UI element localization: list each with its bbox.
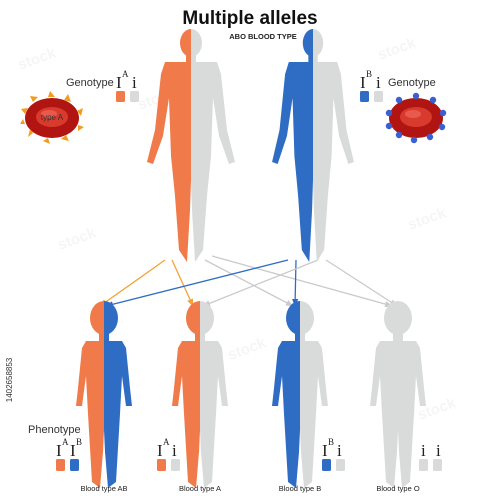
red-blood-cell-a-icon: type A xyxy=(20,91,84,144)
blood-type-b-label: Blood type B xyxy=(279,484,322,493)
allele-o-swatch xyxy=(336,459,345,471)
allele-b-superscript: B xyxy=(366,69,372,79)
allele-o-swatch xyxy=(130,91,139,102)
page-title: Multiple alleles xyxy=(182,8,317,29)
blood-type-a-label: Blood type A xyxy=(179,484,221,493)
allele-o-swatch xyxy=(171,459,180,471)
allele-i-recessive-symbol: i xyxy=(376,73,381,92)
allele-b-swatch xyxy=(70,459,79,471)
allele-i-recessive-symbol: i xyxy=(337,441,342,460)
svg-text:stock: stock xyxy=(16,44,59,74)
allele-i-b-symbol: I xyxy=(322,441,328,460)
allele-i-a-symbol: I xyxy=(116,73,122,92)
allele-a-superscript: A xyxy=(122,69,129,79)
allele-a-superscript: A xyxy=(62,437,69,447)
genotype-label-right: Genotype xyxy=(388,77,436,89)
allele-b-superscript: B xyxy=(328,437,334,447)
allele-i-b-symbol: I xyxy=(360,73,366,92)
child-ab-figure xyxy=(76,301,132,488)
arrow-mother-to-a xyxy=(202,259,319,307)
allele-b-swatch xyxy=(360,91,369,102)
allele-a-swatch xyxy=(116,91,125,102)
arrow-father-to-ab xyxy=(99,259,166,307)
mother-genotype: I B i Genotype xyxy=(360,69,436,102)
arrow-mother-to-o xyxy=(325,259,398,307)
a-antigen-markers xyxy=(20,91,84,144)
arrow-father-to-b xyxy=(204,259,294,307)
svg-text:stock: stock xyxy=(56,224,99,254)
child-a-genotype: I A i xyxy=(157,437,180,471)
svg-text:stock: stock xyxy=(226,334,269,364)
stock-id: 1402658853 xyxy=(5,357,14,402)
mother-figure xyxy=(272,29,354,262)
arrow-mother-to-b xyxy=(292,259,299,307)
child-b-genotype: I B i xyxy=(322,437,345,471)
blood-type-ab-label: Blood type AB xyxy=(80,484,127,493)
child-o-genotype: i i xyxy=(419,441,442,471)
child-ab-genotype: I A I B xyxy=(56,437,82,471)
genotype-label-left: Genotype xyxy=(66,77,114,89)
arrow-father-to-o xyxy=(211,255,393,308)
b-antigen-markers xyxy=(385,92,447,144)
allele-i-recessive-symbol: i xyxy=(421,441,426,460)
allele-i-a-symbol: I xyxy=(56,441,62,460)
allele-i-recessive-symbol: i xyxy=(132,73,137,92)
allele-o-swatch xyxy=(433,459,442,471)
child-b-figure xyxy=(272,301,328,488)
allele-a-swatch xyxy=(157,459,166,471)
svg-text:stock: stock xyxy=(406,204,449,234)
allele-b-swatch xyxy=(322,459,331,471)
blood-type-o-label: Blood type O xyxy=(376,484,420,493)
inheritance-arrows xyxy=(99,255,398,308)
allele-i-b-symbol: I xyxy=(70,441,76,460)
allele-a-superscript: A xyxy=(163,437,170,447)
father-genotype: Genotype I A i xyxy=(66,69,139,102)
child-o-figure xyxy=(370,301,426,488)
page-subtitle: ABO BLOOD TYPE xyxy=(229,32,297,41)
arrow-father-to-a xyxy=(171,259,194,307)
phenotype-label: Phenotype xyxy=(28,424,81,436)
allele-a-swatch xyxy=(56,459,65,471)
allele-i-recessive-symbol: i xyxy=(172,441,177,460)
allele-b-superscript: B xyxy=(76,437,82,447)
red-blood-cell-b-icon xyxy=(385,92,447,144)
allele-o-swatch xyxy=(419,459,428,471)
allele-i-recessive-symbol: i xyxy=(436,441,441,460)
allele-i-a-symbol: I xyxy=(157,441,163,460)
father-figure xyxy=(147,29,235,262)
cell-antigen-label: type A xyxy=(41,113,64,122)
child-a-figure xyxy=(172,301,228,488)
svg-text:stock: stock xyxy=(376,34,419,64)
allele-o-swatch xyxy=(374,91,383,102)
arrow-mother-to-ab xyxy=(105,259,289,308)
